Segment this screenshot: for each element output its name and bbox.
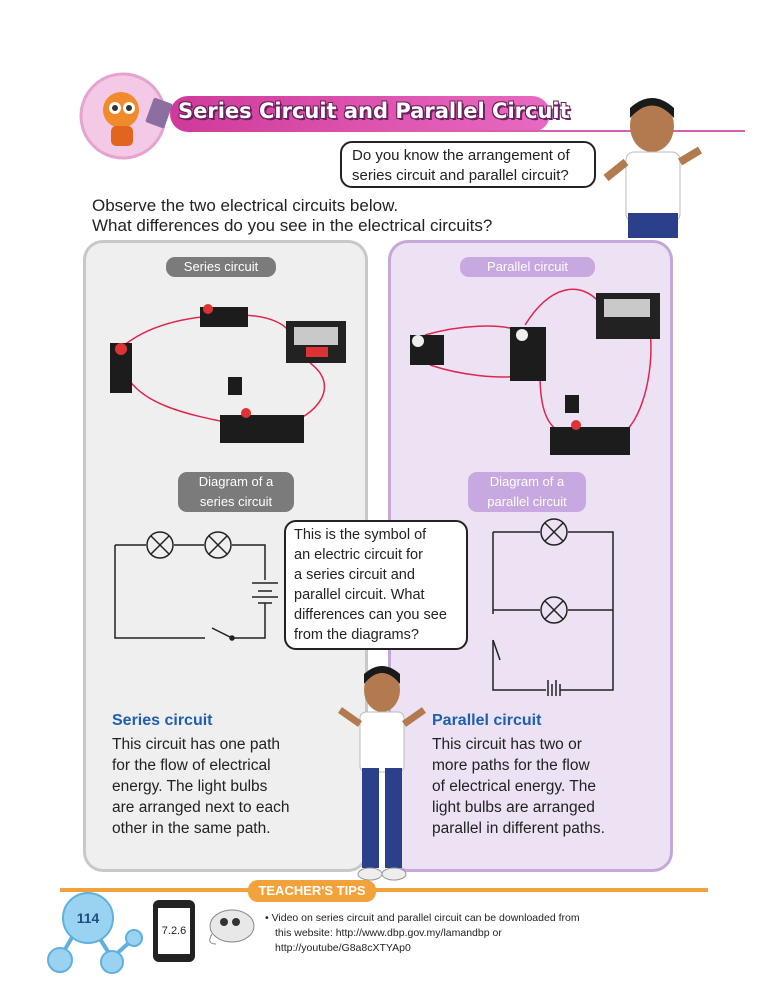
parallel-circuit-photo [410, 288, 660, 455]
boy-illustration-top [603, 98, 703, 238]
series-diagram-label: Diagram of a series circuit [178, 472, 294, 512]
series-desc-line-3: energy. The light bulbs [112, 778, 268, 795]
parallel-diagram-label-1: Diagram of a [489, 474, 565, 489]
series-circuit-diagram [114, 531, 278, 641]
parallel-desc-line-3: of electrical energy. The [432, 778, 596, 795]
question-line-2: series circuit and parallel circuit? [352, 167, 569, 184]
page-title: Series Circuit and Parallel Circuit [178, 99, 570, 123]
intro-line-1: Observe the two electrical circuits belo… [92, 196, 399, 215]
lesson-code: 7.2.6 [158, 908, 190, 954]
series-desc-line-2: for the flow of electrical [112, 757, 271, 774]
parallel-diagram-label: Diagram of a parallel circuit [468, 472, 586, 512]
intro-line-2: What differences do you see in the elect… [92, 216, 493, 235]
parallel-description: This circuit has two or more paths for t… [432, 734, 657, 839]
parallel-photo-label: Parallel circuit [460, 257, 595, 277]
page-number: 114 [62, 892, 114, 944]
series-diagram-label-2: series circuit [199, 494, 273, 509]
bubble-line-4: parallel circuit. What [294, 587, 425, 603]
bubble-line-1: This is the symbol of [294, 527, 427, 543]
parallel-circuit-diagram [492, 518, 614, 696]
tip-line-3: http://youtube/G8a8cXTYAp0 [275, 942, 411, 954]
series-photo-label: Series circuit [166, 257, 276, 277]
parallel-desc-line-2: more paths for the flow [432, 757, 590, 774]
tip-line-2: this website: http://www.dbp.gov.my/lama… [275, 927, 502, 939]
parallel-desc-line-1: This circuit has two or [432, 736, 582, 753]
bubble-line-6: from the diagrams? [294, 627, 419, 643]
parallel-diagram-label-2: parallel circuit [487, 494, 567, 509]
parallel-desc-line-5: parallel in different paths. [432, 820, 605, 837]
series-desc-line-1: This circuit has one path [112, 736, 281, 753]
question-line-1: Do you know the arrangement of [352, 147, 570, 164]
teachers-tips-label: TEACHER'S TIPS [248, 880, 376, 902]
teachers-tip-text: • Video on series circuit and parallel c… [265, 911, 635, 956]
molecule-decoration-icon [47, 913, 143, 974]
footer-divider [60, 888, 708, 892]
title-banner [170, 96, 550, 132]
mouse-mascot-icon [209, 909, 255, 945]
symbol-explanation-bubble: This is the symbol of an electric circui… [284, 520, 468, 650]
series-diagram-label-1: Diagram of a [198, 474, 274, 489]
robot-mascot-icon [79, 72, 173, 160]
series-description: This circuit has one path for the flow o… [112, 734, 337, 839]
bubble-line-5: differences can you see [294, 607, 447, 623]
title-underline [390, 130, 745, 132]
bubble-line-2: an electric circuit for [294, 547, 423, 563]
tip-line-1: • Video on series circuit and parallel c… [265, 912, 580, 924]
boy-illustration-middle [337, 666, 427, 881]
series-desc-title: Series circuit [112, 712, 213, 729]
question-bubble: Do you know the arrangement of series ci… [340, 141, 596, 188]
series-desc-line-4: are arranged next to each [112, 799, 290, 816]
series-circuit-photo [110, 304, 346, 443]
parallel-desc-line-4: light bulbs are arranged [432, 799, 595, 816]
parallel-desc-title: Parallel circuit [432, 712, 542, 729]
bubble-line-3: a series circuit and [294, 567, 415, 583]
series-desc-line-5: other in the same path. [112, 820, 271, 837]
